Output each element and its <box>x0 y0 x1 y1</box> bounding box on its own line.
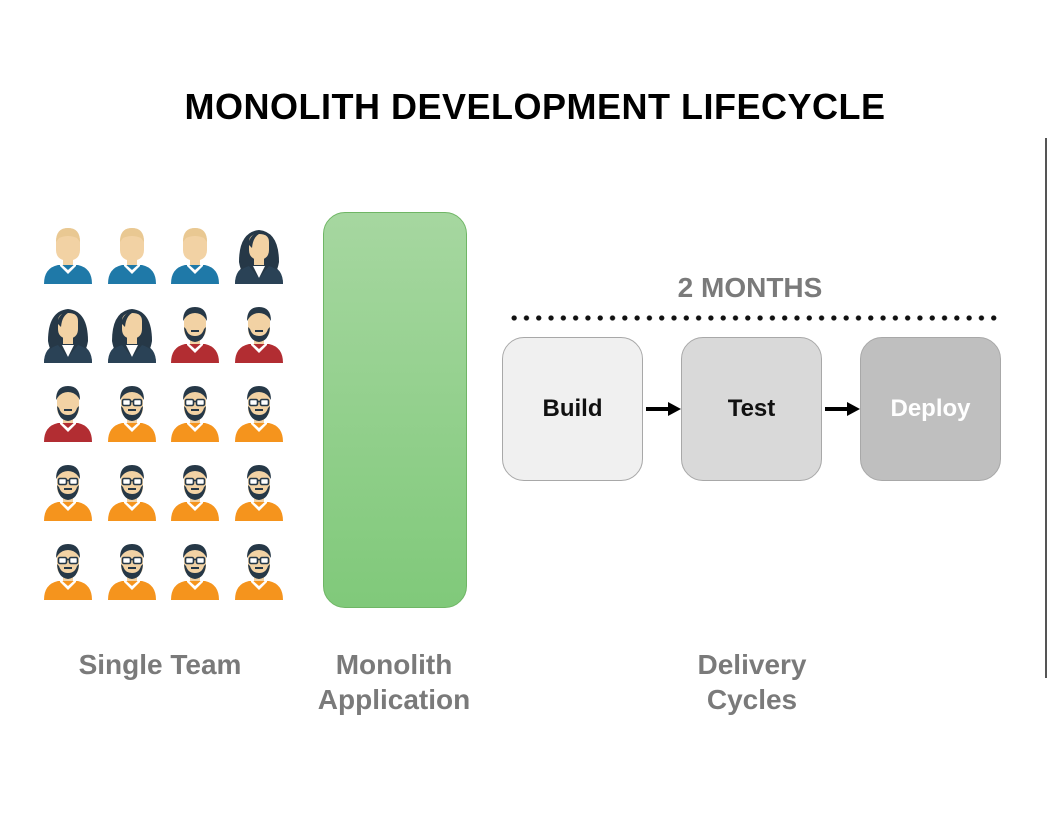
avatar-bearded-glasses-man-icon <box>231 382 287 444</box>
stage-build: Build <box>502 337 643 481</box>
right-border-line <box>1045 138 1047 678</box>
stage-deploy: Deploy <box>860 337 1001 481</box>
avatar-bearded-glasses-man-icon <box>104 461 160 523</box>
stage-deploy-label: Deploy <box>890 395 971 422</box>
avatar-bearded-glasses-man-icon <box>231 540 287 602</box>
avatar-bearded-glasses-man-icon <box>40 540 96 602</box>
delivery-label-line2: Cycles <box>706 684 798 715</box>
avatar-bearded-glasses-man-icon <box>167 461 223 523</box>
avatar-blond-man-icon <box>104 224 160 286</box>
duration-dotted-line <box>508 314 1000 322</box>
delivery-label-line1: Delivery <box>697 649 807 680</box>
arrow-right-icon <box>825 402 860 416</box>
stage-test-label: Test <box>727 395 776 422</box>
stage-build-label: Build <box>542 395 603 422</box>
team-grid <box>0 0 300 620</box>
avatar-bearded-man-icon <box>231 303 287 365</box>
avatar-bearded-man-icon <box>167 303 223 365</box>
duration-label: 2 MONTHS <box>677 272 823 303</box>
avatar-woman-icon <box>231 224 287 286</box>
avatar-woman-icon <box>104 303 160 365</box>
avatar-bearded-glasses-man-icon <box>104 540 160 602</box>
monolith-label: Monolith Application <box>294 647 494 717</box>
avatar-bearded-glasses-man-icon <box>167 382 223 444</box>
monolith-label-line1: Monolith <box>335 649 453 680</box>
avatar-bearded-glasses-man-icon <box>231 461 287 523</box>
team-label: Single Team <box>40 647 280 682</box>
monolith-label-line2: Application <box>317 684 471 715</box>
avatar-bearded-glasses-man-icon <box>104 382 160 444</box>
avatar-blond-man-icon <box>167 224 223 286</box>
monolith-application-block <box>323 212 467 608</box>
arrow-right-icon <box>646 402 681 416</box>
team-label-text: Single Team <box>78 649 242 680</box>
avatar-bearded-man-icon <box>40 382 96 444</box>
avatar-bearded-glasses-man-icon <box>167 540 223 602</box>
delivery-label: Delivery Cycles <box>652 647 852 717</box>
avatar-blond-man-icon <box>40 224 96 286</box>
avatar-woman-icon <box>40 303 96 365</box>
page-title: MONOLITH DEVELOPMENT LIFECYCLE <box>184 86 886 127</box>
stage-test: Test <box>681 337 822 481</box>
avatar-bearded-glasses-man-icon <box>40 461 96 523</box>
